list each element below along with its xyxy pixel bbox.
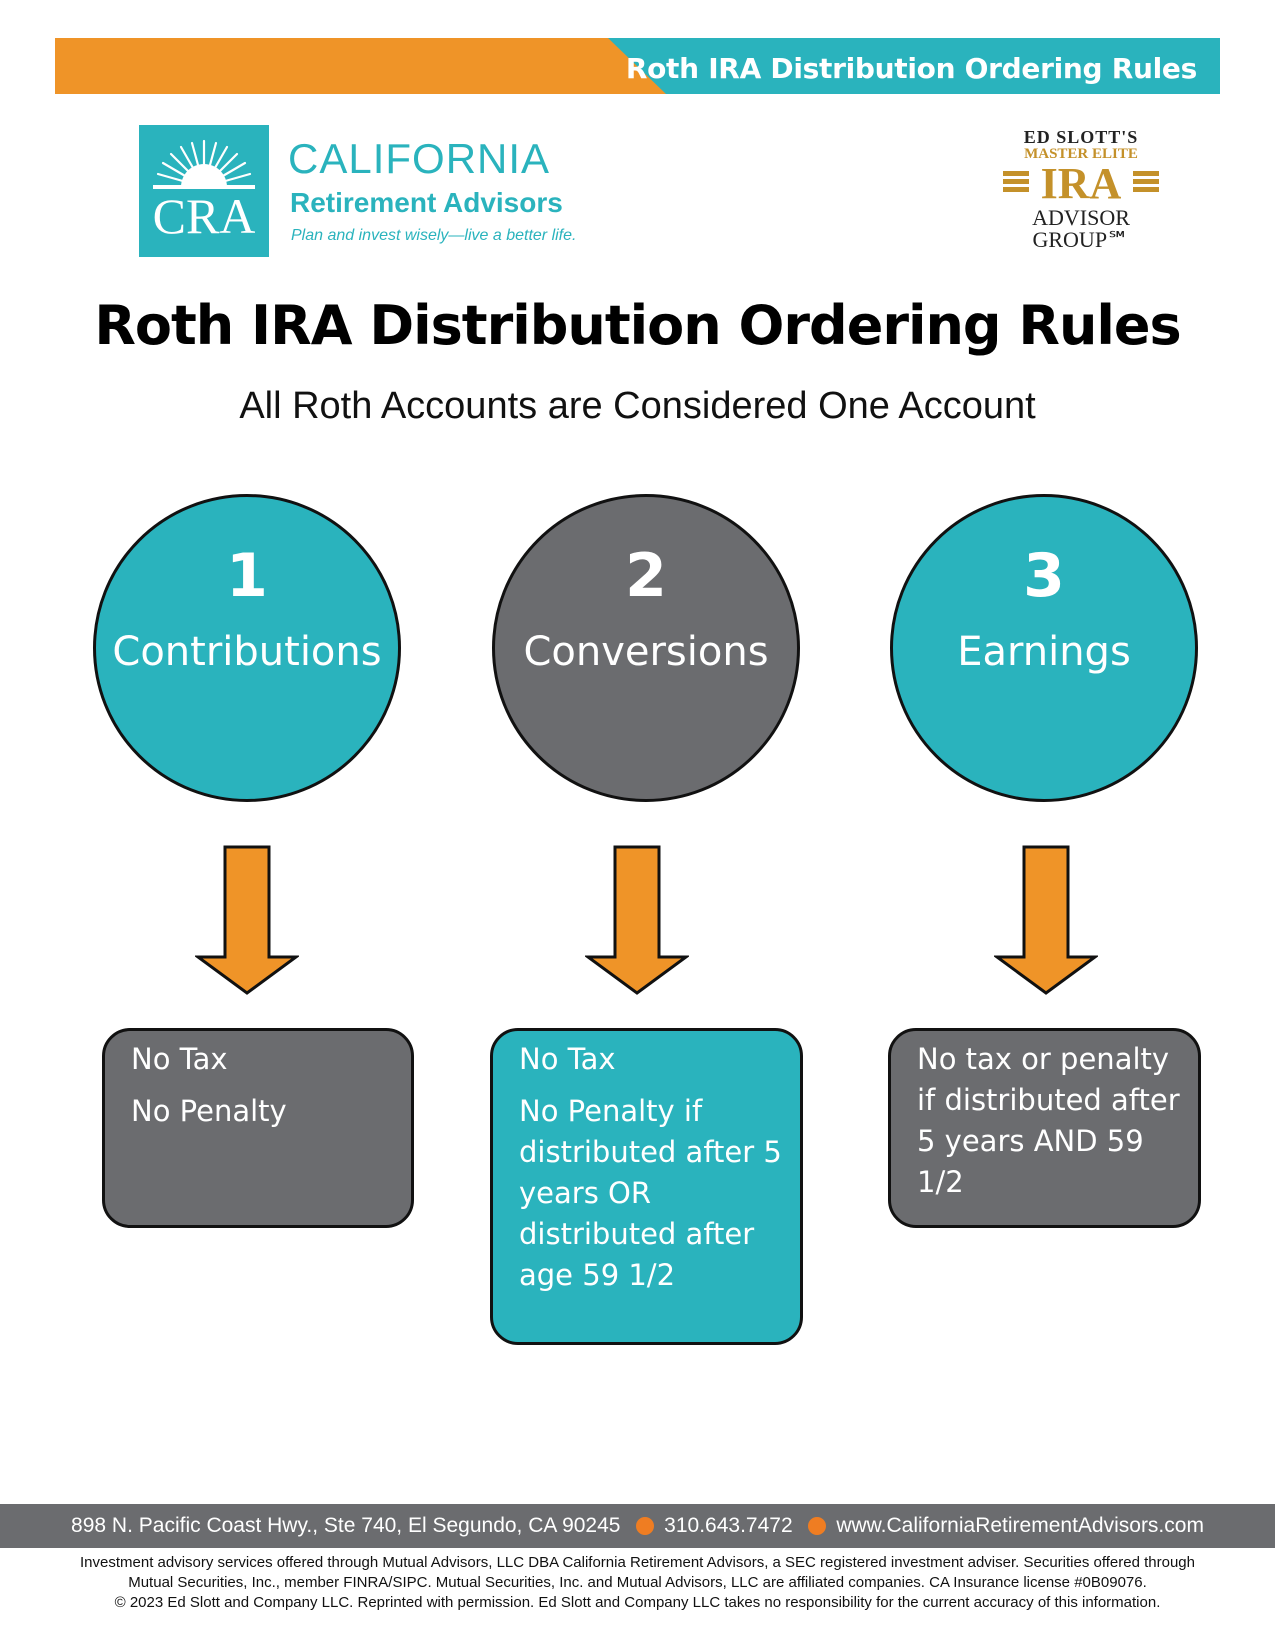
partner-logo-ira: IRA: [1040, 159, 1122, 208]
partner-logo-line1: ED SLOTT'S: [1023, 127, 1139, 147]
partner-logo-line4: ADVISOR: [1032, 205, 1130, 230]
step-number: 3: [1023, 541, 1065, 611]
rule-box-earnings: No tax or penalty if distributed after 5…: [888, 1028, 1201, 1228]
footer-address: 898 N. Pacific Coast Hwy., Ste 740, El S…: [71, 1514, 621, 1537]
step-label: Conversions: [523, 629, 769, 675]
brand-name: CALIFORNIA: [288, 135, 551, 182]
partner-logo-line5: GROUP℠: [1032, 227, 1130, 252]
disclaimer-line: © 2023 Ed Slott and Company LLC. Reprint…: [114, 1594, 1161, 1611]
rule-box-conversions: No Tax No Penalty if distributed after 5…: [490, 1028, 803, 1345]
down-arrow-icon: [585, 845, 689, 995]
step-number: 2: [625, 541, 667, 611]
rule-text: No Tax: [519, 1042, 616, 1076]
gold-bars-left: [1003, 171, 1029, 195]
brand-subname: Retirement Advisors: [290, 187, 563, 218]
cra-logo-text: CRA: [152, 188, 256, 244]
page-subtitle: All Roth Accounts are Considered One Acc…: [239, 385, 1036, 427]
disclaimer-line: Mutual Securities, Inc., member FINRA/SI…: [128, 1574, 1147, 1591]
footer-disclaimer: Investment advisory services offered thr…: [40, 1553, 1235, 1613]
footer-contact-bar: 898 N. Pacific Coast Hwy., Ste 740, El S…: [0, 1504, 1275, 1548]
ed-slott-logo: ED SLOTT'S MASTER ELITE IRA ADVISOR GROU…: [995, 127, 1167, 251]
rule-text: No Penalty: [131, 1094, 287, 1128]
step-number: 1: [226, 541, 268, 611]
disclaimer-line: Investment advisory services offered thr…: [80, 1554, 1195, 1571]
brand-tagline: Plan and invest wisely—live a better lif…: [291, 227, 577, 244]
down-arrow-icon: [195, 845, 299, 995]
sunrise-icon: [153, 139, 255, 189]
step-circle-earnings: 3 Earnings: [890, 494, 1198, 802]
rule-text: No Tax: [131, 1042, 228, 1076]
footer-phone[interactable]: 310.643.7472: [664, 1514, 793, 1537]
rule-text: No tax or penalty if distributed after 5…: [917, 1042, 1180, 1199]
phone-icon: [636, 1517, 655, 1535]
rule-text: No Penalty if distributed after 5 years …: [519, 1094, 782, 1292]
rule-box-contributions: No Tax No Penalty: [102, 1028, 414, 1228]
step-label: Earnings: [957, 629, 1131, 675]
page-title: Roth IRA Distribution Ordering Rules: [94, 294, 1181, 357]
footer-website[interactable]: www.CaliforniaRetirementAdvisors.com: [836, 1514, 1204, 1537]
banner-title: Roth IRA Distribution Ordering Rules: [625, 52, 1197, 85]
cra-logo: CRA: [139, 125, 269, 257]
partner-logo-line2: MASTER ELITE: [1024, 146, 1138, 162]
step-label: Contributions: [112, 629, 382, 675]
top-banner-teal: [608, 38, 1220, 94]
gold-bars-right: [1133, 171, 1159, 195]
step-circle-contributions: 1 Contributions: [93, 494, 401, 802]
globe-icon: [808, 1517, 827, 1535]
step-circle-conversions: 2 Conversions: [492, 494, 800, 802]
down-arrow-icon: [994, 845, 1098, 995]
